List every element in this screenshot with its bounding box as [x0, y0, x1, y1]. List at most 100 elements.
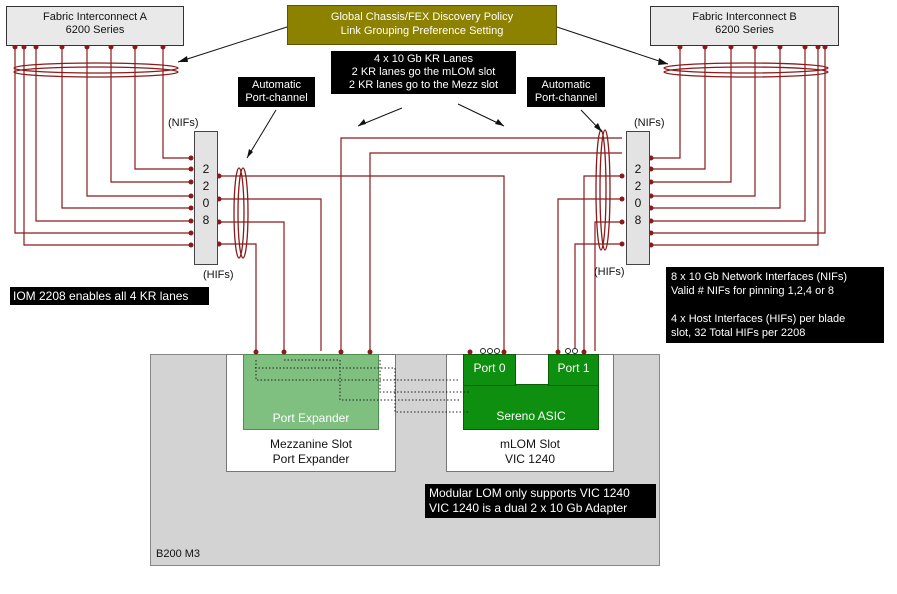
iom-nif-dot [188, 155, 194, 161]
slot-port-dot [555, 349, 561, 355]
auto-pc-right-line-2: Port-channel [534, 92, 598, 104]
port0-pin [480, 348, 486, 354]
hif-left-2 [218, 198, 322, 351]
iom-nif-dot [188, 193, 194, 199]
hif-right-4 [340, 137, 622, 351]
nifs-label-left: (NIFs) [168, 117, 199, 129]
auto-pc-left-line-1: Automatic [252, 79, 301, 91]
nifs-label-right: (NIFs) [634, 117, 665, 129]
iom-left-digit: 8 [202, 213, 210, 227]
fi-b-name: Fabric Interconnect B [692, 11, 797, 23]
iom-hif-dot [619, 219, 625, 225]
arrowhead [594, 123, 602, 132]
arrowhead [358, 119, 366, 126]
sereno-asic: Sereno ASIC [463, 384, 599, 430]
nif-link-a5 [61, 46, 190, 209]
nif-note-line-4: slot, 32 Total HIFs per 2208 [671, 327, 806, 339]
policy-line-2: Link Grouping Preference Setting [340, 25, 504, 37]
internal-trace-3 [255, 367, 470, 413]
nif-group-ellipse-a2 [13, 66, 179, 78]
nif-link-b7 [651, 46, 826, 234]
arrow-policy-to-fi-a [177, 26, 288, 63]
nif-note-line-1: 8 x 10 Gb Network Interfaces (NIFs) [671, 271, 848, 283]
mlom-slot-label: mLOM Slot [499, 437, 560, 451]
slot-port-dot [281, 349, 287, 355]
nif-note-line-2: Valid # NIFs for pinning 1,2,4 or 8 [671, 285, 835, 297]
arrow-policy-to-fi-b [556, 26, 669, 65]
port-channel-ellipse-left [233, 167, 245, 259]
port-channel-ellipse-left2 [237, 167, 249, 259]
arrowhead [247, 149, 253, 158]
mezz-slot-sublabel: Port Expander [272, 452, 350, 466]
hif-right-1 [583, 175, 622, 351]
vic-1240-note: Modular LOM only supports VIC 1240 VIC 1… [425, 484, 656, 518]
internal-trace-2 [284, 359, 460, 401]
nif-group-ellipse-b [663, 62, 829, 74]
nif-link-b1 [651, 46, 681, 159]
sereno-asic-label: Sereno ASIC [496, 409, 566, 423]
iom-2208-left: 2 2 0 8 [194, 131, 218, 265]
mezz-slot-label: Mezzanine Slot [269, 437, 353, 451]
nif-link-a3 [110, 46, 190, 183]
nif-link-a7 [14, 46, 190, 234]
iom-hif-dot [619, 196, 625, 202]
auto-pc-right-line-1: Automatic [541, 79, 591, 91]
iom-right-digit: 2 [634, 162, 642, 176]
kr-note-line-3: 2 KR lanes go to the Mezz slot [348, 79, 499, 91]
fabric-interconnect-b: Fabric Interconnect B 6200 Series [650, 6, 839, 46]
fi-b-series: 6200 Series [715, 24, 774, 36]
nif-link-a6 [35, 46, 190, 222]
kr-lanes-note: 4 x 10 Gb KR Lanes 2 KR lanes go the mLO… [331, 51, 516, 94]
vic-note-line-2: VIC 1240 is a dual 2 x 10 Gb Adapter [429, 501, 628, 515]
port1-pin [572, 348, 578, 354]
arrowhead [658, 58, 668, 65]
nif-link-b6 [651, 46, 806, 222]
nif-link-a2 [134, 46, 190, 170]
hif-left-4 [218, 243, 257, 351]
nif-link-b5 [651, 46, 781, 209]
port-channel-ellipse-right2 [599, 129, 611, 251]
port0-pin [487, 348, 493, 354]
nif-link-a1 [162, 46, 190, 159]
slot-port-dot [581, 349, 587, 355]
nif-link-b3 [651, 46, 732, 183]
slot-port-dot [367, 349, 373, 355]
discovery-policy-box: Global Chassis/FEX Discovery Policy Link… [287, 5, 557, 45]
nif-link-a8 [23, 46, 190, 246]
policy-line-1: Global Chassis/FEX Discovery Policy [330, 11, 514, 23]
iom-left-digit: 0 [202, 196, 210, 210]
hifs-label-left: (HIFs) [203, 269, 234, 281]
hif-right-5 [369, 152, 622, 351]
iom-right-digit: 8 [634, 213, 642, 227]
hif-right-6 [574, 243, 622, 351]
mlom-slot-sublabel: VIC 1240 [504, 452, 556, 466]
nif-link-b2 [651, 46, 706, 170]
nif-link-b4 [651, 46, 756, 197]
hif-left-3 [218, 221, 285, 351]
nif-note-line-3: 4 x Host Interfaces (HIFs) per blade [671, 313, 846, 325]
iom-left-digit: 2 [202, 179, 210, 193]
nif-group-ellipse-a [13, 62, 179, 74]
fi-a-name: Fabric Interconnect A [43, 11, 147, 23]
hif-left-1 [218, 175, 505, 351]
iom-nif-dot [188, 205, 194, 211]
port-expander: Port Expander [243, 354, 379, 430]
slot-port-dot [467, 349, 473, 355]
internal-trace-1 [255, 360, 460, 381]
fabric-interconnect-a: Fabric Interconnect A 6200 Series [6, 6, 184, 46]
arrowhead [178, 56, 188, 62]
iom-kr-note: IOM 2208 enables all 4 KR lanes [10, 287, 209, 305]
iom-nif-dot [188, 179, 194, 185]
nif-group-ellipse-b2 [663, 66, 829, 78]
slot-port-dot [501, 349, 507, 355]
kr-note-line-2: 2 KR lanes go the mLOM slot [351, 66, 496, 78]
iom-nif-dot [188, 218, 194, 224]
auto-port-channel-left: Automatic Port-channel [238, 77, 315, 107]
iom-left-digit: 2 [202, 162, 210, 176]
nif-link-b8 [651, 46, 819, 246]
iom-hif-dot [619, 241, 625, 247]
iom-right-digit: 2 [634, 179, 642, 193]
port0-pin [494, 348, 500, 354]
internal-trace-4 [379, 360, 470, 393]
